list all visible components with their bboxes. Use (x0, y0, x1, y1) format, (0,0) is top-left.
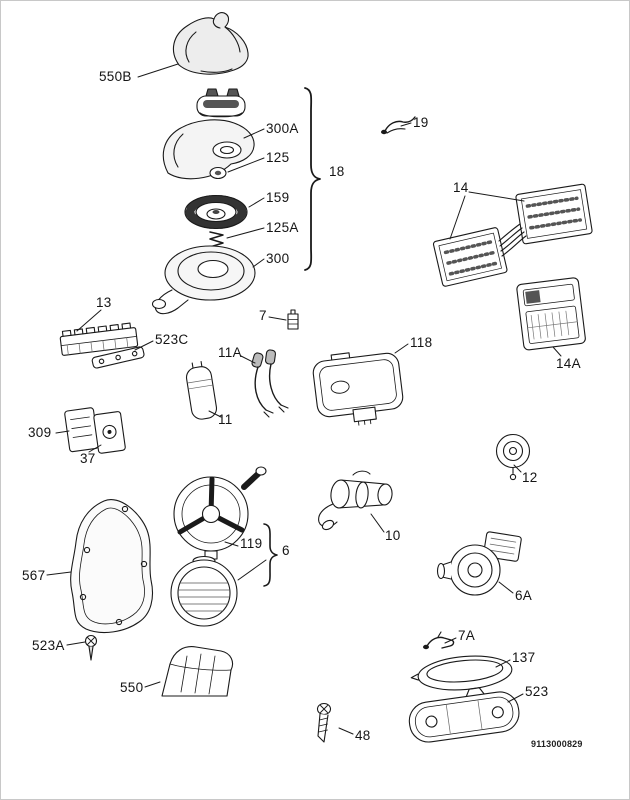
label-7: 7 (259, 308, 267, 323)
label-6: 6 (282, 543, 290, 558)
part-cover-300A (162, 119, 255, 180)
brace-6 (263, 523, 278, 587)
part-cover-137 (410, 655, 513, 691)
label-309: 309 (28, 425, 52, 440)
label-14: 14 (453, 180, 469, 195)
label-18: 18 (329, 164, 345, 179)
part-impeller-159 (184, 194, 248, 230)
part-housing-300 (151, 245, 256, 315)
part-pump-cap (196, 88, 246, 118)
part-base-523 (408, 687, 520, 743)
part-bracket-523C (91, 346, 145, 369)
part-terminal-13 (59, 322, 139, 356)
part-filter (170, 555, 238, 627)
label-137: 137 (512, 650, 536, 665)
label-11: 11 (218, 412, 233, 427)
part-drain-pump-6A (436, 531, 522, 596)
part-boards-14 (432, 183, 593, 287)
label-13: 13 (96, 295, 112, 310)
part-switch-37 (93, 411, 126, 454)
part-screw-48 (316, 702, 332, 743)
label-550B: 550B (99, 69, 132, 84)
part-distributor-119 (173, 466, 267, 560)
part-module-14A (516, 277, 586, 351)
leader-lines (46, 63, 562, 735)
part-panel-567 (70, 499, 154, 634)
label-523A: 523A (32, 638, 65, 653)
part-capacitor-11 (185, 361, 218, 420)
part-interlock-309 (64, 407, 99, 453)
label-300A: 300A (266, 121, 299, 136)
label-14A: 14A (556, 356, 581, 371)
part-fuse-7 (287, 309, 299, 330)
label-159: 159 (266, 190, 290, 205)
label-11A: 11A (218, 345, 242, 360)
part-module-118 (312, 352, 404, 426)
label-119: 119 (240, 536, 263, 551)
part-wires-11A (251, 349, 289, 418)
label-125: 125 (266, 150, 290, 165)
label-7A: 7A (458, 628, 476, 643)
part-cover-550B (172, 12, 249, 75)
part-clip-19 (381, 116, 416, 135)
label-10: 10 (385, 528, 401, 543)
part-grommet-125 (209, 166, 227, 180)
part-clip-7A (423, 631, 455, 650)
label-19: 19 (413, 115, 429, 130)
part-wheel-12 (495, 433, 531, 481)
part-support-550 (161, 646, 234, 697)
label-523: 523 (525, 684, 549, 699)
brace-18 (304, 87, 321, 271)
label-6A: 6A (515, 588, 533, 603)
label-48: 48 (355, 728, 371, 743)
label-12: 12 (522, 470, 538, 485)
label-550: 550 (120, 680, 144, 695)
part-screw-523A (84, 634, 98, 661)
label-37: 37 (80, 451, 96, 466)
part-connector-10 (318, 470, 393, 531)
label-300: 300 (266, 251, 290, 266)
document-number: 9113000829 (531, 739, 583, 749)
label-567: 567 (22, 568, 46, 583)
label-125A: 125A (266, 220, 299, 235)
label-523C: 523C (155, 332, 189, 347)
label-118: 118 (410, 335, 433, 350)
